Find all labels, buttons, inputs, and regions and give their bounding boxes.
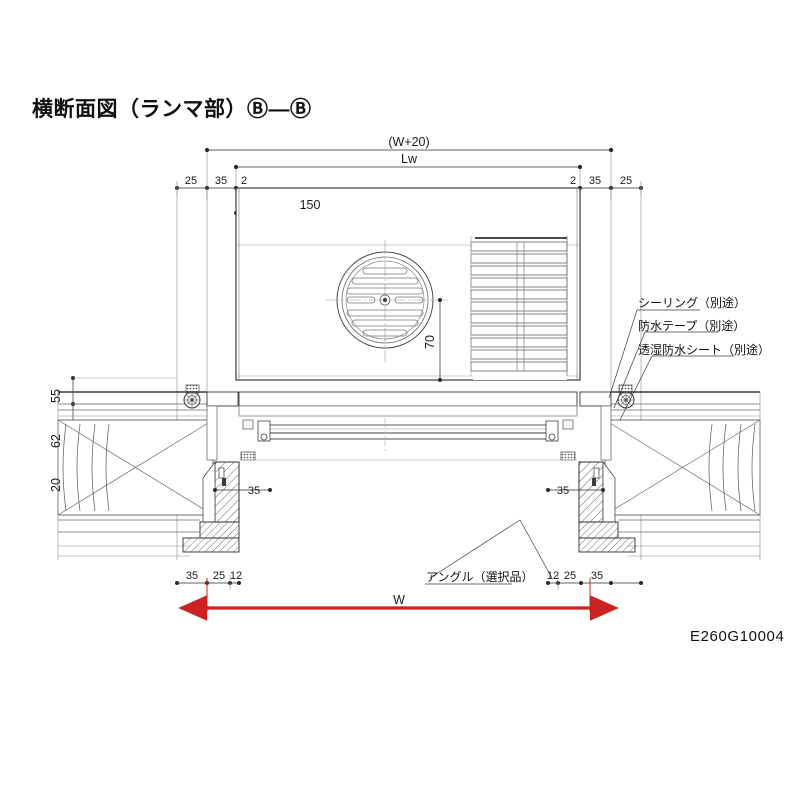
dim-vent-height: 70 xyxy=(423,335,437,349)
drawing-number: E260G10004 xyxy=(690,628,785,645)
dim-top-left-2: 2 xyxy=(241,175,247,187)
dim-top-right-1: 35 xyxy=(589,175,601,187)
dim-bottom-right-1: 25 xyxy=(564,570,576,582)
dim-bottom-right-upper: 35 xyxy=(557,485,569,497)
annotation-angle: アングル（選択品） xyxy=(426,570,534,584)
page-title: 横断面図（ランマ部）Ⓑ—Ⓑ xyxy=(32,98,312,121)
dim-top-left-1: 35 xyxy=(215,175,227,187)
dim-bottom-left-upper: 35 xyxy=(248,485,260,497)
dim-top-right-2: 25 xyxy=(620,175,632,187)
dim-bottom-right-2: 35 xyxy=(591,570,603,582)
dim-left-vertical-2: 20 xyxy=(49,478,63,492)
dim-bottom-right-0: 12 xyxy=(547,570,559,582)
dim-bottom-left-1: 25 xyxy=(213,570,225,582)
dim-clear-width: W xyxy=(393,593,405,607)
dim-vent-offset: 150 xyxy=(300,198,321,212)
dim-top-left-0: 25 xyxy=(185,175,197,187)
annotation-breathable-sheet: 透湿防水シート（別途） xyxy=(638,342,770,357)
dim-left-vertical-0: 55 xyxy=(49,389,63,403)
annotation-waterproof-tape: 防水テープ（別途） xyxy=(638,318,745,333)
dim-overall-width: (W+20) xyxy=(388,135,429,149)
dim-sash-width: Lw xyxy=(401,152,418,166)
dim-top-right-0: 2 xyxy=(570,175,576,187)
annotation-sealing: シーリング（別途） xyxy=(638,295,746,310)
dim-bottom-left-2: 12 xyxy=(230,570,242,582)
dim-left-vertical-1: 62 xyxy=(49,434,63,448)
dim-bottom-left-0: 35 xyxy=(186,570,198,582)
